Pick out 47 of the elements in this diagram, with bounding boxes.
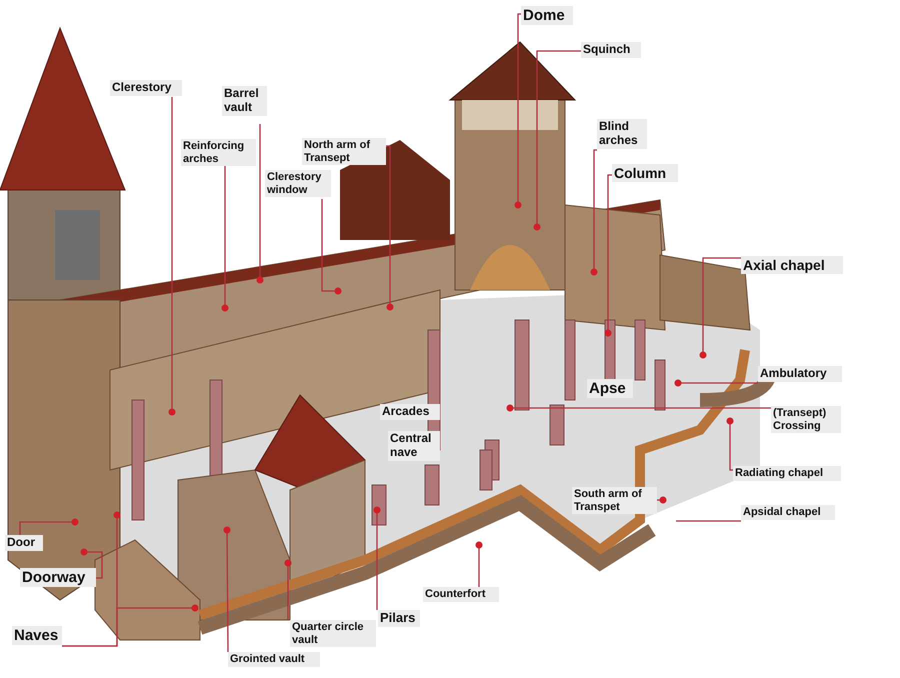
leader-line: [19, 518, 78, 535]
leader-line: [476, 542, 482, 587]
part-label: Reinforcing arches: [181, 139, 256, 166]
part-label: Grointed vault: [228, 652, 320, 667]
part-label: Ambulatory: [758, 366, 842, 382]
part-label: Clerestory: [110, 80, 182, 96]
part-label: Axial chapel: [741, 256, 843, 274]
part-label: North arm of Transept: [302, 138, 386, 166]
part-label: Arcades: [380, 404, 440, 420]
leader-line: [168, 97, 176, 416]
part-label: Apsidal chapel: [741, 505, 835, 520]
part-label: Pilars: [378, 610, 420, 627]
part-label: Squinch: [581, 42, 641, 58]
leader-line: [726, 418, 734, 471]
part-label: (Transept) Crossing: [771, 406, 841, 434]
part-label: Barrel vault: [222, 86, 267, 116]
leader-line: [284, 560, 292, 620]
leader-line: [534, 50, 581, 230]
leader-line: [590, 149, 598, 276]
leader-line: [224, 526, 230, 652]
part-label: Radiating chapel: [733, 466, 841, 481]
part-label: Door: [5, 535, 43, 551]
part-label: Dome: [521, 6, 573, 26]
leader-line: [514, 13, 522, 208]
leader-line: [604, 174, 612, 336]
leader-line: [222, 166, 228, 312]
leader-line: [700, 257, 741, 358]
leader-line: [256, 124, 264, 284]
part-label: Column: [612, 164, 678, 182]
part-label: Apse: [587, 379, 633, 398]
part-label: Blind arches: [597, 119, 647, 149]
part-label: Doorway: [20, 568, 96, 588]
part-label: South arm of Transpet: [572, 487, 657, 514]
leader-line: [657, 496, 666, 504]
part-label: Naves: [12, 626, 62, 646]
leader-line: [674, 380, 758, 386]
leader-line: [676, 520, 741, 522]
leader-line: [506, 404, 771, 412]
leader-line: [62, 604, 198, 647]
part-label: Counterfort: [423, 587, 499, 602]
leader-line: [321, 199, 342, 294]
leader-line: [374, 506, 380, 610]
part-label: Clerestory window: [265, 170, 331, 198]
part-label: Quarter circle vault: [290, 620, 376, 648]
part-label: Central nave: [388, 431, 440, 461]
leader-line: [386, 145, 394, 310]
leader-line: [80, 548, 103, 579]
